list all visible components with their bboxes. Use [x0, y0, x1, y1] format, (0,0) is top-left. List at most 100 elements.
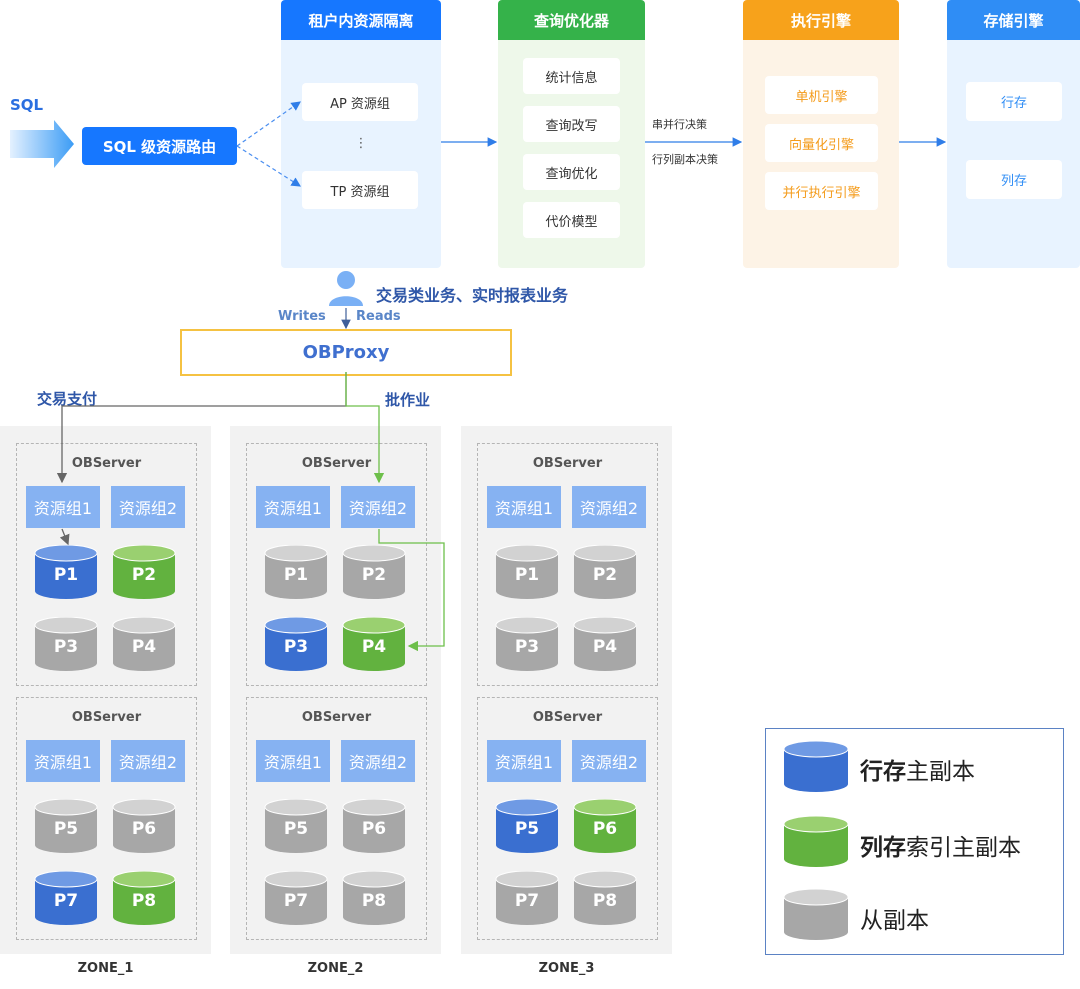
resource-group-2: 资源组2: [341, 740, 415, 782]
execution-panel: 执行引擎 单机引擎 向量化引擎 并行执行引擎: [743, 0, 899, 268]
optimizer-rewrite: 查询改写: [523, 106, 620, 142]
engine-parallel: 并行执行引擎: [765, 172, 878, 210]
reads-label: Reads: [356, 309, 401, 324]
tp-resource-group: TP 资源组: [302, 171, 418, 209]
ellipsis-icon: ⋮: [354, 136, 368, 151]
observer: OBServer: [246, 443, 427, 686]
partition-cylinder: P4: [112, 617, 176, 672]
row-col-replica-decision: 行列副本决策: [652, 153, 718, 166]
partition-label: P7: [283, 891, 309, 911]
partition-cylinder: P5: [264, 799, 328, 854]
partition-cylinder: P2: [573, 545, 637, 600]
legend-follower-cylinder: [783, 889, 849, 940]
partition-cylinder: P8: [342, 871, 406, 926]
observer: OBServer: [246, 697, 427, 940]
isolation-panel: 租户内资源隔离 AP 资源组 ⋮ TP 资源组: [281, 0, 441, 268]
legend-row-bold: 行存: [860, 759, 906, 785]
observer-title: OBServer: [301, 456, 372, 471]
partition-cylinder: P6: [342, 799, 406, 854]
storage-panel: 存储引擎 行存 列存: [947, 0, 1080, 268]
partition-label: P3: [283, 637, 309, 657]
route-lines: [56, 308, 445, 652]
partition-cylinder: P5: [34, 799, 98, 854]
observer: OBServer: [477, 697, 658, 940]
partition-label: P5: [283, 819, 309, 839]
partition-label: P1: [283, 565, 309, 585]
user-icon: [329, 271, 363, 306]
sql-input-label: SQL: [10, 96, 44, 114]
partition-label: P5: [514, 819, 540, 839]
storage-row: 行存: [966, 82, 1062, 121]
resource-group-2: 资源组2: [341, 486, 415, 528]
legend-row-cylinder: [783, 741, 849, 792]
partition-label: P5: [53, 819, 79, 839]
partition-label: P8: [361, 891, 387, 911]
sql-input-arrow: [10, 120, 74, 168]
partition-label: P1: [53, 565, 79, 585]
partition-label: P3: [53, 637, 79, 657]
observer: OBServer: [16, 697, 197, 940]
top-connectors: [236, 101, 947, 187]
observer: OBServer: [16, 443, 197, 686]
resource-group-2: 资源组2: [111, 740, 185, 782]
engine-single: 单机引擎: [765, 76, 878, 114]
partition-cylinder: P2: [342, 545, 406, 600]
partition-cylinder: P6: [573, 799, 637, 854]
zone-label: ZONE_3: [538, 961, 595, 976]
storage-column: 列存: [966, 160, 1062, 199]
isolation-title: 租户内资源隔离: [281, 0, 441, 40]
legend-col-rest: 索引主副本: [906, 835, 1021, 861]
observer-title: OBServer: [71, 456, 142, 471]
sql-router-label: SQL 级资源路由: [102, 137, 217, 156]
resource-group-1: 资源组1: [487, 486, 561, 528]
partition-label: P3: [514, 637, 540, 657]
observer-title: OBServer: [532, 456, 603, 471]
partition-label: P2: [361, 565, 387, 585]
partition-label: P8: [592, 891, 618, 911]
route-batch-label: 批作业: [385, 391, 431, 409]
observer-title: OBServer: [532, 710, 603, 725]
partition-cylinder: P4: [342, 617, 406, 672]
resource-group-2: 资源组2: [111, 486, 185, 528]
partition-cylinder: P8: [112, 871, 176, 926]
observer-title: OBServer: [71, 710, 142, 725]
legend-row-text: 行存主副本: [860, 752, 975, 786]
optimizer-stats: 统计信息: [523, 58, 620, 94]
legend-follower-text: 从副本: [860, 908, 929, 934]
partition-cylinder: P3: [34, 617, 98, 672]
partition-label: P2: [131, 565, 157, 585]
partition-cylinder: P1: [495, 545, 559, 600]
partition-label: P6: [592, 819, 618, 839]
partition-label: P2: [592, 565, 618, 585]
optimizer-cost-model: 代价模型: [523, 202, 620, 238]
observer: OBServer: [477, 443, 658, 686]
partition-cylinder: P8: [573, 871, 637, 926]
ap-resource-group: AP 资源组: [302, 83, 418, 121]
engine-vectorized: 向量化引擎: [765, 124, 878, 162]
partition-cylinder: P6: [112, 799, 176, 854]
zone-label: ZONE_1: [77, 961, 134, 976]
partition-label: P7: [53, 891, 79, 911]
optimizer-title: 查询优化器: [498, 0, 645, 40]
partition-cylinder: P1: [34, 545, 98, 600]
partition-cylinder: P7: [34, 871, 98, 926]
resource-group-1: 资源组1: [487, 740, 561, 782]
route-payment-label: 交易支付: [37, 390, 98, 408]
observer-title: OBServer: [301, 710, 372, 725]
legend-col-text: 列存索引主副本: [860, 828, 1021, 862]
partition-cylinder: P2: [112, 545, 176, 600]
partition-cylinder: P5: [495, 799, 559, 854]
resource-group-1: 资源组1: [256, 486, 330, 528]
resource-group-2: 资源组2: [572, 486, 646, 528]
sql-router[interactable]: SQL 级资源路由: [82, 127, 237, 165]
resource-group-1: 资源组1: [26, 740, 100, 782]
user-business-label: 交易类业务、实时报表业务: [376, 286, 569, 305]
storage-title: 存储引擎: [947, 0, 1080, 40]
serial-parallel-decision: 串并行决策: [652, 118, 707, 131]
obproxy-label: OBProxy: [302, 342, 390, 363]
obproxy[interactable]: OBProxy: [180, 329, 512, 376]
execution-title: 执行引擎: [743, 0, 899, 40]
partition-label: P7: [514, 891, 540, 911]
partition-cylinder: P4: [573, 617, 637, 672]
optimizer-panel: 查询优化器 统计信息 查询改写 查询优化 代价模型: [498, 0, 645, 268]
